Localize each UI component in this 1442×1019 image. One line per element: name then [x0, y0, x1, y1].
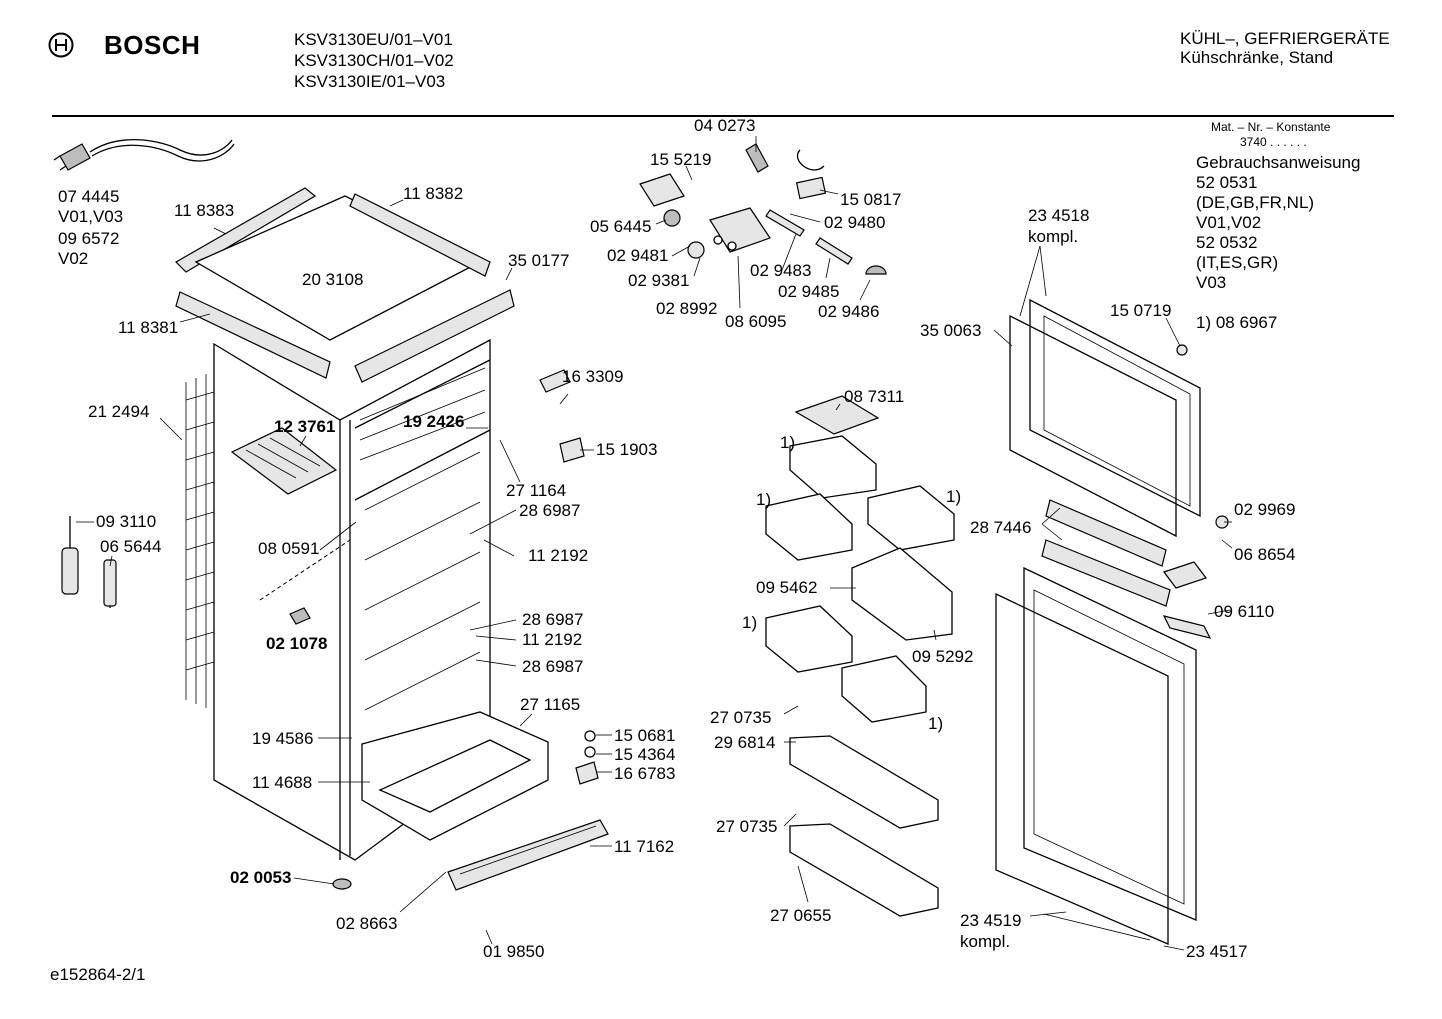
part-label: 08 7311: [844, 387, 905, 406]
part-label: 27 1165: [520, 695, 581, 714]
part-label: 19 2426: [403, 412, 465, 431]
manual-line: 52 0531: [1196, 173, 1258, 192]
part-label: 06 8654: [1234, 545, 1296, 564]
part-label: 02 9481: [607, 246, 669, 265]
part-label: 15 0719: [1110, 301, 1172, 320]
part-label: 02 9485: [778, 282, 840, 301]
part-label: 27 0655: [770, 906, 832, 925]
part-label: 11 4688: [252, 773, 313, 792]
part-label: 27 1164: [506, 481, 567, 500]
manual-line: V03: [1196, 273, 1227, 292]
manual-line: V01,V02: [1196, 213, 1262, 232]
footnote-marker: 1): [946, 487, 962, 506]
manual-line: Gebrauchsanweisung: [1196, 153, 1361, 172]
part-label: 12 3761: [274, 417, 336, 436]
part-label: V02: [58, 249, 89, 268]
part-label: 08 6095: [725, 312, 787, 331]
part-label: 02 9480: [824, 213, 886, 232]
part-label: 09 6572: [58, 229, 120, 248]
part-label: 02 9381: [628, 271, 690, 290]
part-label: 09 6110: [1214, 602, 1275, 621]
manual-line: (DE,GB,FR,NL): [1196, 193, 1315, 212]
power-cord-drawing: [53, 139, 235, 171]
footnote-marker: 1): [928, 714, 944, 733]
part-label: 15 0681: [614, 726, 676, 745]
part-label: 08 0591: [258, 539, 320, 558]
part-label: 28 6987: [519, 501, 581, 520]
part-label: 02 9486: [818, 302, 880, 321]
part-label: 02 1078: [266, 634, 328, 653]
subcategory-title: Kühschränke, Stand: [1180, 48, 1334, 67]
part-label: 02 0053: [230, 868, 292, 887]
part-label: 15 5219: [650, 150, 712, 169]
part-label: 02 9483: [750, 261, 812, 280]
part-label: V01,V03: [58, 207, 124, 226]
mat-nr-value: 3740 . . . . . .: [1240, 135, 1307, 149]
part-label: 11 2192: [528, 546, 589, 565]
part-label: 01 9850: [483, 942, 545, 961]
part-label: 23 4517: [1186, 942, 1248, 961]
part-label: 04 0273: [694, 116, 756, 135]
mat-nr-label: Mat. – Nr. – Konstante: [1211, 120, 1331, 134]
part-label: 06 5644: [100, 537, 162, 556]
part-label: 15 4364: [614, 745, 676, 764]
part-label: 28 7446: [970, 518, 1032, 537]
part-label: 11 8382: [403, 184, 464, 203]
door-bins-drawing: [765, 395, 955, 917]
top-cover-drawing: [175, 187, 515, 383]
part-label: 15 0817: [840, 190, 902, 209]
part-label: 11 8383: [174, 201, 235, 220]
manual-line: (IT,ES,GR): [1196, 253, 1279, 272]
part-label: 09 5292: [912, 647, 974, 666]
footnote-marker: 1): [742, 613, 758, 632]
part-label: kompl.: [1028, 227, 1079, 246]
part-label: 02 9969: [1234, 500, 1296, 519]
part-label: 23 4519: [960, 911, 1022, 930]
part-label: 27 0735: [710, 708, 772, 727]
part-label: 07 4445: [58, 187, 120, 206]
leader-lines: [76, 136, 1233, 951]
footnote-label: 1) 08 6967: [1196, 313, 1278, 332]
part-label: 29 6814: [714, 733, 776, 752]
model-line-1: KSV3130EU/01–V01: [294, 30, 453, 49]
thermostat-parts-drawing: [639, 143, 887, 275]
part-label: kompl.: [960, 932, 1011, 951]
brand-name: BOSCH: [104, 30, 201, 60]
footnote-marker: 1): [780, 433, 796, 452]
part-label: 02 8663: [336, 914, 398, 933]
part-label: 35 0177: [508, 251, 570, 270]
part-label: 09 3110: [96, 512, 157, 531]
part-label: 02 8992: [656, 299, 718, 318]
category-title: KÜHL–, GEFRIERGERÄTE: [1180, 29, 1390, 48]
model-line-3: KSV3130IE/01–V03: [294, 72, 446, 91]
part-label: 20 3108: [302, 270, 364, 289]
part-label: 21 2494: [88, 402, 150, 421]
part-label: 09 5462: [756, 578, 818, 597]
doors-drawing: [995, 298, 1229, 945]
part-label: 28 6987: [522, 610, 584, 629]
part-label: 23 4518: [1028, 206, 1090, 225]
part-label: 16 3309: [562, 367, 624, 386]
part-label: 11 2192: [522, 630, 583, 649]
part-label: 11 7162: [614, 837, 675, 856]
model-line-2: KSV3130CH/01–V02: [294, 51, 454, 70]
part-label: 11 8381: [118, 318, 179, 337]
manual-line: 52 0532: [1196, 233, 1258, 252]
part-label: 15 1903: [596, 440, 658, 459]
part-label: 16 6783: [614, 764, 676, 783]
footnote-marker: 1): [756, 490, 772, 509]
cabinet-drawing: [61, 338, 609, 891]
part-label: 28 6987: [522, 657, 584, 676]
part-label: 19 4586: [252, 729, 314, 748]
part-label: 35 0063: [920, 321, 982, 340]
bosch-logo-icon: [48, 32, 74, 58]
part-label: 27 0735: [716, 817, 778, 836]
part-label: 05 6445: [590, 217, 652, 236]
drawing-code: e152864-2/1: [50, 965, 146, 984]
